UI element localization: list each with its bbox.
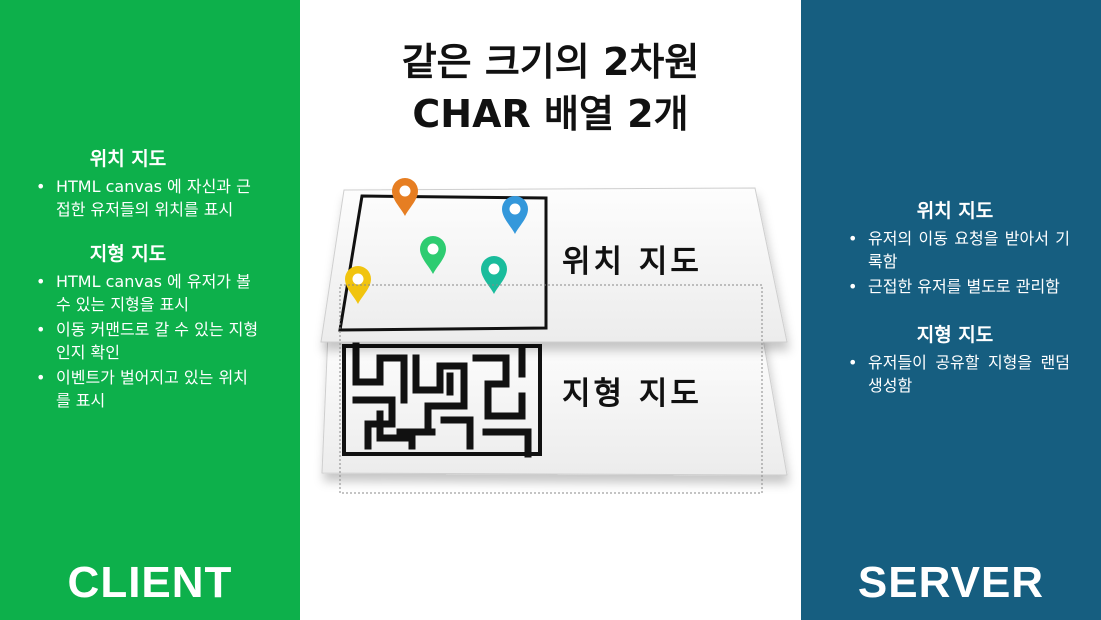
list-item: 이동 커맨드로 갈 수 있는 지형인지 확인 <box>28 318 260 364</box>
position-map-label: 위치 지도 <box>562 244 702 280</box>
client-section-title-terrain: 지형 지도 <box>89 243 167 265</box>
position-layer: 위치 지도 <box>320 178 788 343</box>
list-item: 유저들이 공유할 지형을 랜덤 생성함 <box>840 351 1070 397</box>
server-section-position: 위치 지도 유저의 이동 요청을 받아서 기록함 근접한 유저를 별도로 관리함 <box>840 196 1070 298</box>
position-sheet <box>320 187 788 343</box>
list-item: HTML canvas 에 자신과 근접한 유저들의 위치를 표시 <box>28 175 260 221</box>
map-pin-icon <box>481 256 507 294</box>
server-section-terrain: 지형 지도 유저들이 공유할 지형을 랜덤 생성함 <box>840 320 1070 397</box>
terrain-layer: 지형 지도 <box>321 332 788 476</box>
client-section-position: 위치 지도 HTML canvas 에 자신과 근접한 유저들의 위치를 표시 <box>28 144 260 221</box>
page-title: 같은 크기의 2차원 CHAR 배열 2개 <box>300 36 801 140</box>
server-bullets-terrain: 유저들이 공유할 지형을 랜덤 생성함 <box>840 351 1070 397</box>
terrain-map-label: 지형 지도 <box>562 376 702 412</box>
server-content: 위치 지도 유저의 이동 요청을 받아서 기록함 근접한 유저를 별도로 관리함… <box>840 196 1070 399</box>
server-panel: SERVER <box>801 0 1101 620</box>
client-label: CLIENT <box>67 558 233 607</box>
map-layers-illustration: 지형 지도 위치 지도 <box>320 178 788 494</box>
page-title-line-1: 같은 크기의 2차원 <box>401 40 700 84</box>
selection-outline <box>339 284 763 494</box>
client-content: 위치 지도 HTML canvas 에 자신과 근접한 유저들의 위치를 표시 … <box>28 144 260 414</box>
client-section-terrain: 지형 지도 HTML canvas 에 유저가 볼 수 있는 지형을 표시 이동… <box>28 239 260 412</box>
client-section-title-position: 위치 지도 <box>89 148 167 170</box>
client-bullets-position: HTML canvas 에 자신과 근접한 유저들의 위치를 표시 <box>28 175 260 221</box>
map-pin-icon <box>392 178 418 216</box>
server-label: SERVER <box>857 558 1045 607</box>
server-section-title-terrain: 지형 지도 <box>916 324 994 346</box>
list-item: 유저의 이동 요청을 받아서 기록함 <box>840 227 1070 273</box>
list-item: 근접한 유저를 별도로 관리함 <box>840 275 1070 298</box>
list-item: HTML canvas 에 유저가 볼 수 있는 지형을 표시 <box>28 270 260 316</box>
page-title-line-2: CHAR 배열 2개 <box>412 92 689 136</box>
maze-icon <box>342 342 542 458</box>
server-bullets-position: 유저의 이동 요청을 받아서 기록함 근접한 유저를 별도로 관리함 <box>840 227 1070 298</box>
map-pin-icon <box>502 196 528 234</box>
list-item: 이벤트가 벌어지고 있는 위치를 표시 <box>28 366 260 412</box>
client-bullets-terrain: HTML canvas 에 유저가 볼 수 있는 지형을 표시 이동 커맨드로 … <box>28 270 260 412</box>
map-pin-icon <box>420 236 446 274</box>
server-section-title-position: 위치 지도 <box>916 200 994 222</box>
